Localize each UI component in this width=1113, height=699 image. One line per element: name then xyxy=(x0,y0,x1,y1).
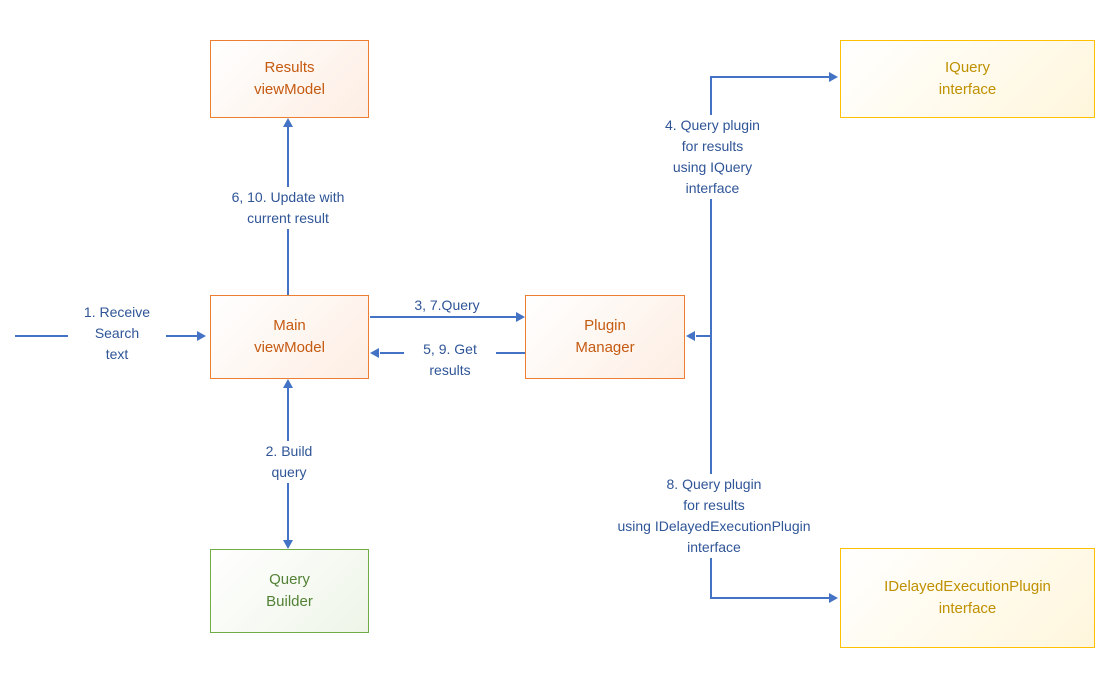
update-result-arrowhead xyxy=(283,118,293,127)
results-viewmodel-node: Results viewModel xyxy=(210,40,369,118)
iquery-interface-label-line1: IQuery xyxy=(944,59,990,76)
main-viewmodel-label-line2: viewModel xyxy=(254,339,325,356)
plugin-manager-label-line2: Manager xyxy=(575,339,635,356)
query-connector-line xyxy=(370,316,518,318)
main-viewmodel-node: Main viewModel xyxy=(210,295,369,379)
idelayed-branch-line xyxy=(711,597,831,599)
iquery-interface-node: IQuery interface xyxy=(840,40,1095,118)
receive-search-label: 1. Receive Search text xyxy=(68,302,166,365)
get-results-label: 5, 9. Get results xyxy=(404,339,496,381)
query-builder-label-line1: Query xyxy=(269,571,310,588)
query-arrowhead xyxy=(516,312,525,322)
build-query-arrowhead-bottom xyxy=(283,540,293,549)
receive-search-arrowhead xyxy=(197,331,206,341)
results-viewmodel-label-line1: Results xyxy=(264,59,315,76)
build-query-arrowhead-top xyxy=(283,379,293,388)
idelayed-branch-arrowhead xyxy=(829,593,838,603)
query-plugin-idelayed-label: 8. Query plugin for results using IDelay… xyxy=(594,474,834,558)
update-result-label: 6, 10. Update with current result xyxy=(213,187,363,229)
idelayed-interface-label-line2: interface xyxy=(938,600,997,617)
iquery-branch-line xyxy=(711,76,831,78)
iquery-interface-label-line2: interface xyxy=(938,81,997,98)
build-query-label: 2. Build query xyxy=(242,441,336,483)
get-results-arrowhead xyxy=(370,348,379,358)
plugin-manager-branch-arrowhead xyxy=(686,331,695,341)
query-plugin-iquery-label: 4. Query plugin for results using IQuery… xyxy=(635,115,790,199)
idelayed-interface-label-line1: IDelayedExecutionPlugin xyxy=(884,578,1051,595)
iquery-branch-arrowhead xyxy=(829,72,838,82)
plugin-trunk-connector-line xyxy=(710,76,712,599)
idelayed-interface-node: IDelayedExecutionPlugin interface xyxy=(840,548,1095,648)
plugin-manager-label-line1: Plugin xyxy=(584,317,626,334)
main-viewmodel-label-line1: Main xyxy=(273,317,306,334)
plugin-manager-branch-line xyxy=(696,335,711,337)
query-builder-label-line2: Builder xyxy=(266,593,313,610)
query-37-label: 3, 7.Query xyxy=(414,297,480,313)
plugin-manager-node: Plugin Manager xyxy=(525,295,685,379)
query-builder-node: Query Builder xyxy=(210,549,369,633)
results-viewmodel-label-line2: viewModel xyxy=(254,81,325,98)
